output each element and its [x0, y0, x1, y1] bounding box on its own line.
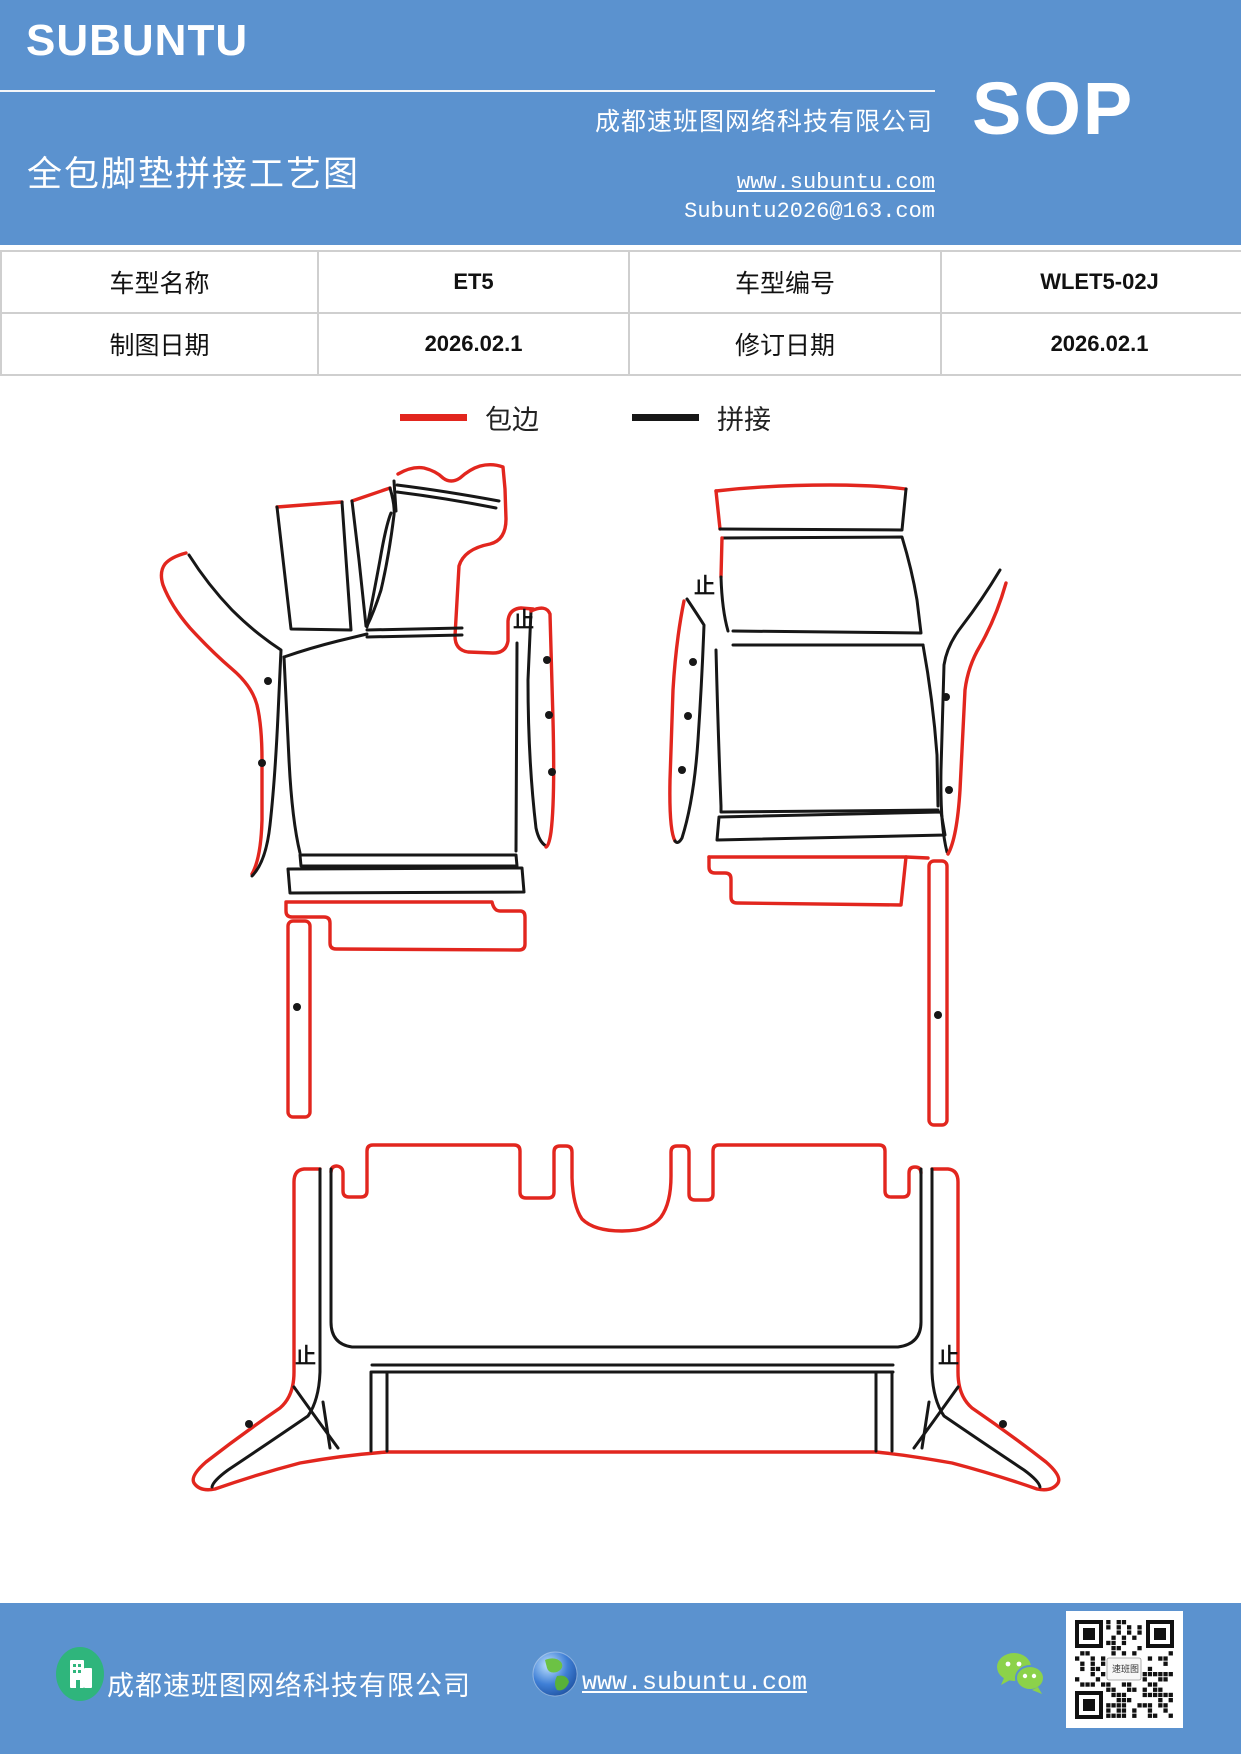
page-title: 全包脚垫拼接工艺图: [27, 155, 361, 194]
vehicle-info-table: 车型名称 ET5 车型编号 WLET5-02J 制图日期 2026.02.1 修…: [0, 250, 1241, 376]
qr-center-logo: [1106, 1657, 1142, 1681]
driver-front-mat: 止: [159, 463, 556, 1119]
qr-code: 速班图: [1066, 1611, 1183, 1728]
sop-badge: SOP: [972, 67, 1135, 150]
arm-wrap-edge: [159, 551, 264, 876]
table-row: 制图日期 2026.02.1 修订日期 2026.02.1: [0, 312, 1241, 376]
legend-label: 包边: [485, 405, 539, 435]
rear-top-wrap-edge: [329, 1143, 923, 1233]
draw-date-value: 2026.02.1: [317, 312, 630, 376]
model-code-value: WLET5-02J: [940, 250, 1241, 314]
svg-text:速班图: 速班图: [1112, 1663, 1139, 1674]
revise-date-label: 修订日期: [628, 312, 942, 376]
wechat-icon: [997, 1653, 1045, 1694]
header-band: SUBUNTU 全包脚垫拼接工艺图 成都速班图网络科技有限公司 www.subu…: [0, 0, 1241, 245]
header-divider-line: [0, 90, 935, 92]
header-company-name: 成都速班图网络科技有限公司: [594, 109, 933, 136]
wrap-edge-swatch: [400, 414, 467, 421]
globe-icon: [532, 1651, 578, 1697]
legend-item-wrap-edge: 包边: [400, 398, 539, 437]
table-row: 车型名称 ET5 车型编号 WLET5-02J: [0, 250, 1241, 314]
stop-marker: 止: [694, 574, 715, 598]
legend-label: 拼接: [717, 405, 771, 435]
stop-marker: 止: [295, 1344, 316, 1368]
model-name-value: ET5: [317, 250, 630, 314]
stop-marker: 止: [513, 608, 534, 632]
draw-date-label: 制图日期: [0, 312, 319, 376]
seam-swatch: [632, 414, 699, 421]
revise-date-value: 2026.02.1: [940, 312, 1241, 376]
building-icon: [56, 1647, 104, 1701]
legend-item-seam: 拼接: [632, 398, 771, 437]
footer-company-name: 成都速班图网络科技有限公司: [107, 1671, 471, 1701]
footer-website-link[interactable]: www.subuntu.com: [582, 1668, 808, 1697]
header-website-link[interactable]: www.subuntu.com: [736, 170, 935, 195]
qr-modules: [1075, 1620, 1173, 1718]
passenger-front-mat: 止: [668, 483, 1008, 1127]
brand-logo: SUBUNTU: [26, 16, 249, 65]
model-code-label: 车型编号: [628, 250, 942, 314]
stop-marker: 止: [938, 1344, 959, 1368]
arm-seam: [187, 553, 283, 878]
rear-row-mat: 止 止: [191, 1143, 1061, 1492]
qr-finder-patterns: [1075, 1620, 1174, 1719]
header-email[interactable]: Subuntu2026@163.com: [684, 199, 935, 224]
model-name-label: 车型名称: [0, 250, 319, 314]
